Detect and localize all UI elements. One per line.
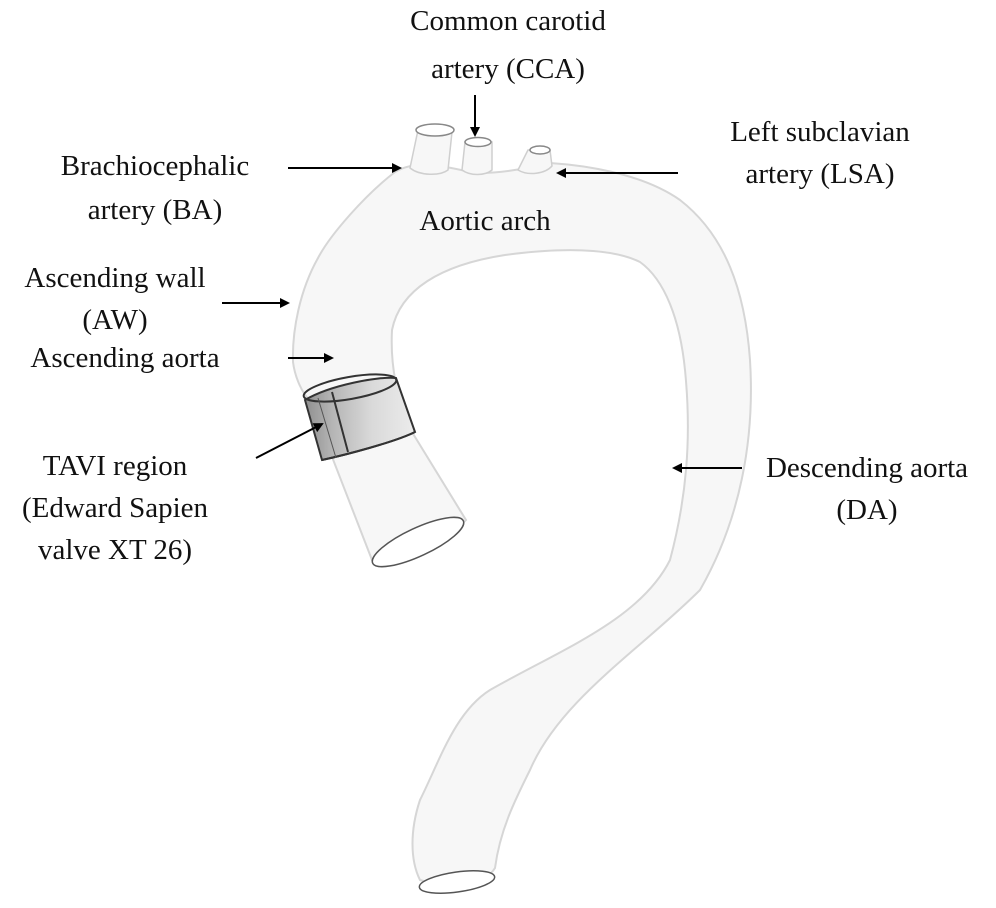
- label-tavi-line3: valve XT 26): [37, 534, 193, 566]
- label-ba-line2: artery (BA): [87, 194, 223, 226]
- descending-outlet-ring: [418, 870, 496, 894]
- label-lsa: Left subclavian artery (LSA): [690, 114, 950, 192]
- label-lsa-line1: Left subclavian: [730, 116, 910, 148]
- arrow-tavi: [255, 423, 324, 459]
- label-ascending-aorta: Ascending aorta: [30, 342, 220, 374]
- label-cca-line1: Common carotid: [410, 5, 606, 37]
- label-aw-line2: (AW): [82, 304, 148, 336]
- cca-branch: [461, 136, 493, 176]
- label-aw-line1: Ascending wall: [24, 262, 206, 294]
- label-ba-line1: Brachiocephalic: [60, 150, 250, 182]
- label-cca: Common carotid artery (CCA): [378, 3, 638, 87]
- annotation-arrows: [222, 95, 742, 473]
- label-cca-line2: artery (CCA): [431, 53, 585, 85]
- tavi-valve: [302, 373, 417, 462]
- label-lsa-line2: artery (LSA): [745, 158, 895, 190]
- label-tavi-line2: (Edward Sapien: [21, 492, 209, 524]
- label-da-line2: (DA): [836, 494, 898, 526]
- lsa-branch: [517, 145, 553, 175]
- label-da: Descending aorta (DA): [742, 450, 992, 528]
- brachiocephalic-branch: [409, 123, 455, 175]
- label-tavi-line1: TAVI region: [42, 450, 188, 482]
- label-da-line1: Descending aorta: [765, 452, 969, 484]
- label-ba: Brachiocephalic artery (BA): [20, 148, 290, 228]
- label-aw: Ascending wall (AW): [0, 260, 230, 338]
- label-tavi: TAVI region (Edward Sapien valve XT 26): [0, 448, 230, 568]
- ascending-inlet-ring: [371, 516, 465, 568]
- aorta-body: [291, 161, 752, 887]
- label-aortic-arch: Aortic arch: [419, 205, 551, 237]
